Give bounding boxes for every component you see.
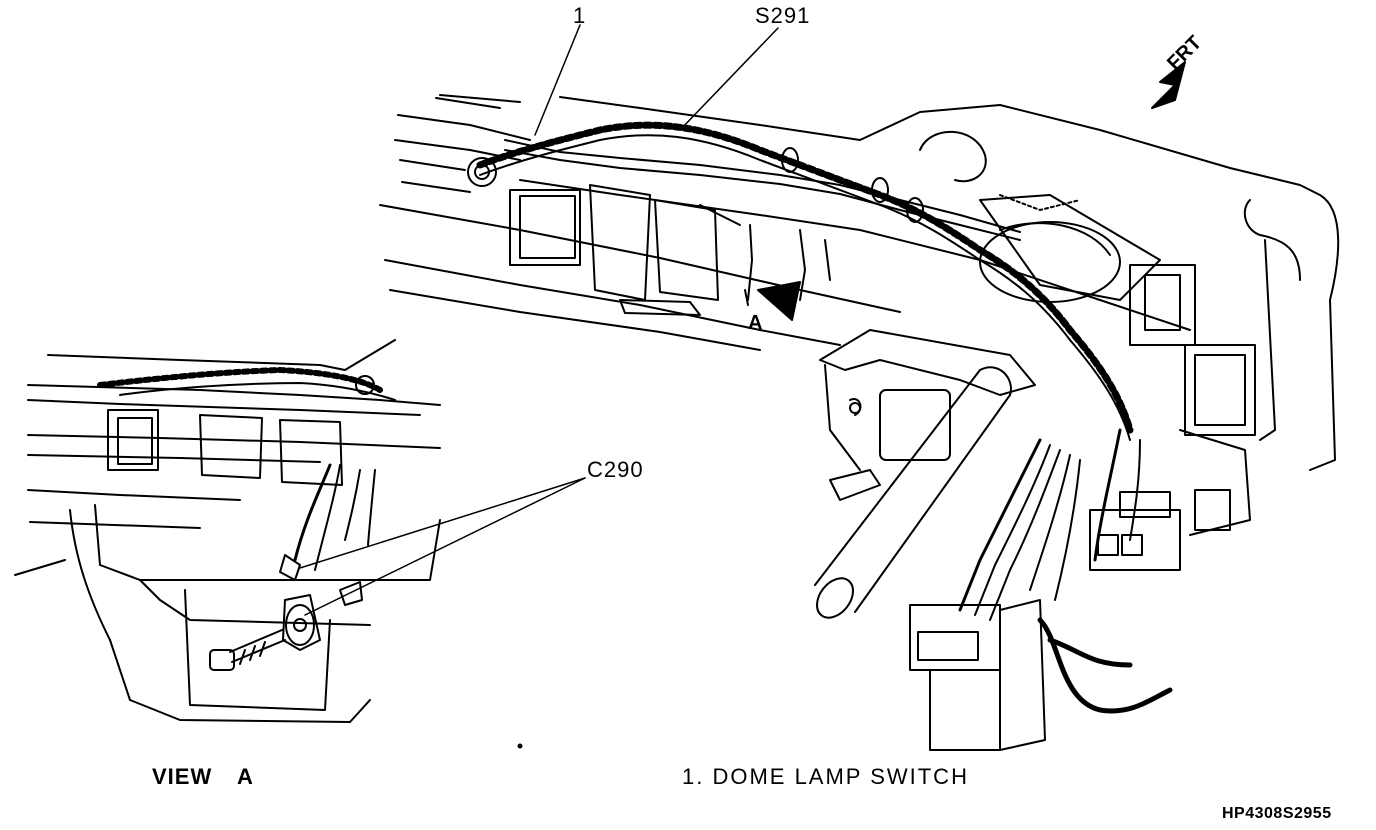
leader-line-c290-b <box>305 478 585 615</box>
view-title: VIEW <box>152 764 213 789</box>
main-view-instrument-panel <box>380 62 1338 750</box>
view-arrow-a-label: A <box>748 312 763 334</box>
view-a-inset <box>15 340 440 722</box>
callout-c290-label: C290 <box>587 457 644 482</box>
callout-s291-label: S291 <box>755 3 811 28</box>
figure-code: HP4308S2955 <box>1222 805 1332 822</box>
leader-line-s291 <box>680 28 778 130</box>
view-letter: A <box>237 764 253 789</box>
callout-1-label: 1 <box>573 3 587 28</box>
leader-line-1 <box>535 25 580 135</box>
leader-line-c290-a <box>300 478 585 568</box>
legend-item-dome-lamp-switch: 1. DOME LAMP SWITCH <box>682 764 969 789</box>
